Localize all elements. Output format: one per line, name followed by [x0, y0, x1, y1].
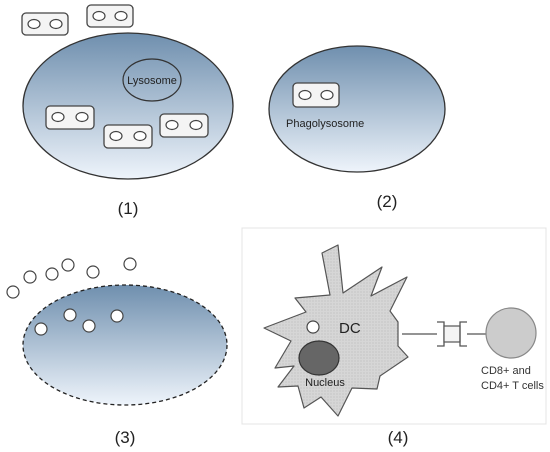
- particle: [63, 308, 77, 322]
- panel-3: (3): [6, 257, 228, 447]
- panel-2: Phagolysosome (2): [268, 45, 446, 211]
- nucleus-label: Nucleus: [305, 377, 345, 389]
- disrupted-cell: [22, 284, 228, 406]
- panel-4: DC Nucleus CD8+ and CD4+ T cells (4): [241, 227, 547, 447]
- particle: [6, 285, 20, 299]
- particle: [45, 267, 59, 281]
- macrophage-cell: [22, 32, 234, 180]
- bacterium: [21, 12, 69, 36]
- particle: [82, 319, 96, 333]
- macrophage-cell: [268, 45, 446, 173]
- vesicle: [306, 320, 320, 334]
- nucleus: [298, 340, 340, 376]
- particle: [34, 322, 48, 336]
- particle: [23, 270, 37, 284]
- mhc-tcr-complex-icon: [437, 321, 486, 347]
- dc-label: DC: [339, 320, 361, 337]
- lysosome: [122, 58, 182, 102]
- particle: [86, 265, 100, 279]
- panel-4-number: (4): [388, 428, 409, 447]
- bacterium: [103, 124, 153, 149]
- t-cell-label-line-2: CD4+ T cells: [481, 380, 544, 392]
- panel-1-number: (1): [118, 199, 139, 218]
- phagolysosome-label: Phagolysosome: [286, 118, 364, 130]
- t-cell-label-line-1: CD8+ and: [481, 365, 531, 377]
- panel-4-frame: [241, 227, 547, 425]
- bacterium: [86, 4, 134, 28]
- t-cell: [485, 307, 537, 359]
- particle: [123, 257, 137, 271]
- panel-2-number: (2): [377, 192, 398, 211]
- panel-3-number: (3): [115, 428, 136, 447]
- bacterium: [159, 113, 209, 138]
- bacterium: [45, 105, 95, 130]
- particle: [110, 309, 124, 323]
- particle: [61, 258, 75, 272]
- dendritic-cell: [263, 244, 409, 417]
- phagolysosome: [292, 82, 340, 108]
- lysosome-label: Lysosome: [127, 75, 177, 87]
- panel-1: Lysosome (1): [21, 4, 234, 218]
